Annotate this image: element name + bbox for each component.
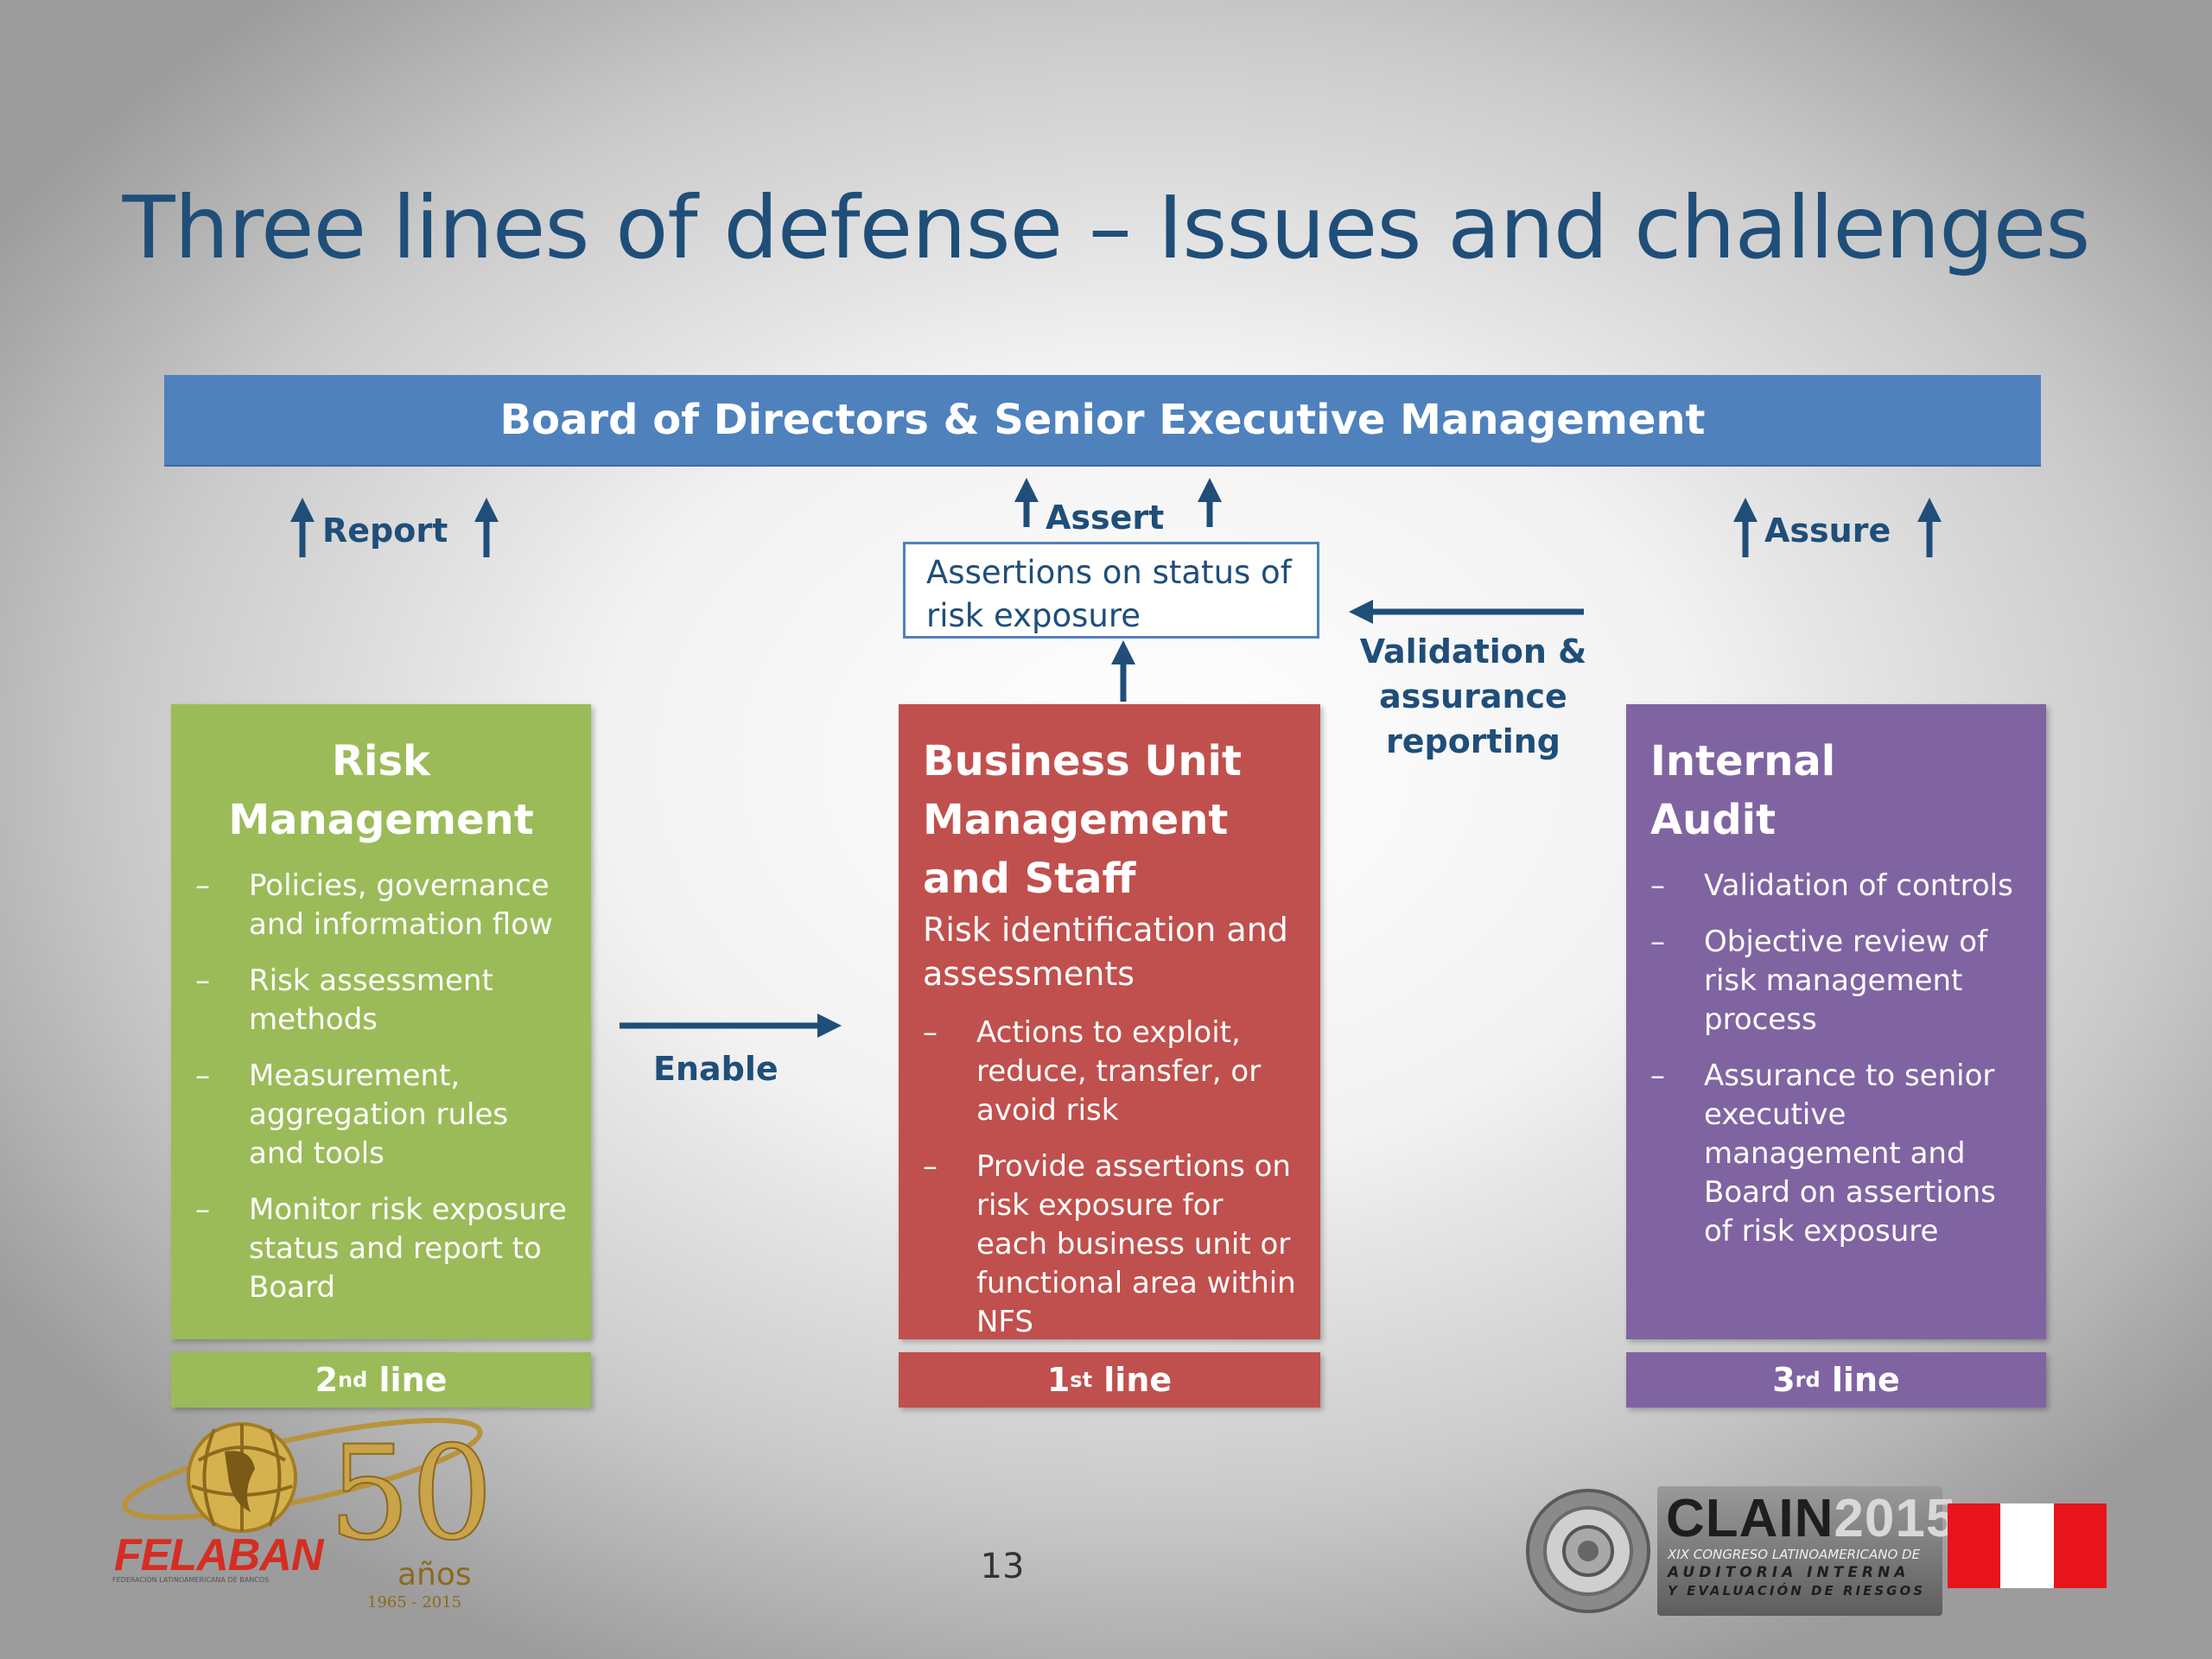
globe-icon: 50 bbox=[122, 1417, 493, 1570]
felaban-tagline: FEDERACION LATINOAMERICANA DE BANCOS bbox=[112, 1576, 270, 1584]
list-item: Provide assertions on risk exposure for … bbox=[923, 1147, 1296, 1342]
felaban-years: 1965 - 2015 bbox=[367, 1593, 462, 1611]
svg-text:50: 50 bbox=[328, 1419, 493, 1569]
risk-management-heading: Risk Management bbox=[228, 737, 534, 844]
enable-label: Enable bbox=[653, 1050, 779, 1088]
clain-line2: AUDITORIA INTERNA bbox=[1668, 1564, 1910, 1581]
clain-plate: CLAIN2015 XIX CONGRESO LATINOAMERICANO D… bbox=[1657, 1486, 1955, 1616]
internal-audit-box: Internal Audit Validation of controls Ob… bbox=[1626, 704, 2046, 1339]
list-item: Policies, governance and information flo… bbox=[195, 867, 567, 944]
list-item: Risk assessment methods bbox=[195, 962, 567, 1039]
risk-management-list: Policies, governance and information flo… bbox=[195, 867, 567, 1307]
list-item: Objective review of risk management proc… bbox=[1650, 923, 2022, 1039]
list-item: Monitor risk exposure status and report … bbox=[195, 1191, 567, 1307]
internal-audit-list: Validation of controls Objective review … bbox=[1650, 867, 2022, 1251]
list-item: Measurement, aggregation rules and tools bbox=[195, 1057, 567, 1173]
clain-line3: Y EVALUACIÓN DE RIESGOS bbox=[1668, 1583, 1926, 1599]
gear-icon bbox=[1526, 1489, 1650, 1613]
validation-label: Validation & assurance reporting bbox=[1359, 632, 1587, 760]
clain-year: 2015 bbox=[1834, 1489, 1957, 1548]
felaban-logo: 50 FELABAN años FEDERACION LATINOAMERICA… bbox=[112, 1417, 493, 1616]
clain-wordmark: CLAIN bbox=[1666, 1489, 1834, 1548]
internal-audit-heading: Internal Audit bbox=[1650, 737, 1836, 844]
report-label: Report bbox=[322, 512, 448, 550]
business-unit-subtitle: Risk identification and assessments bbox=[923, 911, 1288, 993]
board-banner: Board of Directors & Senior Executive Ma… bbox=[164, 375, 2041, 467]
assertion-box: Assertions on status of risk exposure bbox=[903, 542, 1319, 639]
clain-logo: CLAIN2015 XIX CONGRESO LATINOAMERICANO D… bbox=[1519, 1486, 1955, 1616]
risk-management-box: Risk Management Policies, governance and… bbox=[171, 704, 591, 1339]
clain-line1: XIX CONGRESO LATINOAMERICANO DE bbox=[1668, 1547, 1921, 1562]
assert-label: Assert bbox=[1046, 499, 1165, 537]
assure-label: Assure bbox=[1764, 512, 1891, 550]
peru-flag-icon bbox=[1948, 1503, 2107, 1588]
felaban-wordmark: FELABAN bbox=[114, 1530, 323, 1580]
board-label: Board of Directors & Senior Executive Ma… bbox=[499, 396, 1706, 444]
list-item: Assurance to senior executive management… bbox=[1650, 1057, 2022, 1251]
business-unit-list: Actions to exploit, reduce, transfer, or… bbox=[923, 1014, 1296, 1342]
business-unit-box: Business Unit Management and Staff Risk … bbox=[899, 704, 1320, 1339]
felaban-anos: años bbox=[397, 1557, 472, 1592]
business-unit-heading: Business Unit Management and Staff bbox=[923, 737, 1242, 903]
page-number: 13 bbox=[980, 1547, 1025, 1586]
slide-title: Three lines of defense – Issues and chal… bbox=[122, 177, 2091, 278]
list-item: Validation of controls bbox=[1650, 867, 2022, 906]
list-item: Actions to exploit, reduce, transfer, or… bbox=[923, 1014, 1296, 1130]
